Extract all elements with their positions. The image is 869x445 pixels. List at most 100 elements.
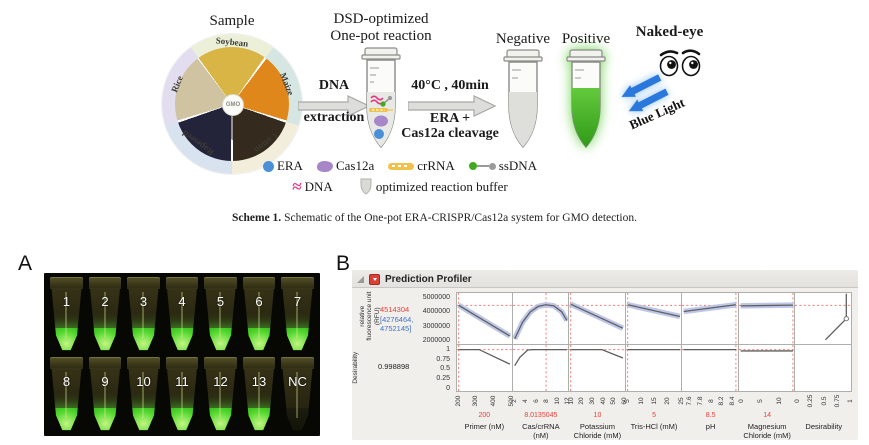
sample-tube-10: 10 — [126, 357, 161, 432]
tube-number: 13 — [251, 373, 267, 389]
desirability-current-value — [795, 412, 852, 422]
tube-highlight — [219, 291, 222, 338]
factor-name-4: pH — [705, 422, 716, 431]
buffer-legend-label: optimized reaction buffer — [375, 178, 508, 194]
desirability-cell-3[interactable] — [625, 345, 683, 392]
y-tick-label: 1 — [446, 345, 450, 353]
rfu-cell-3[interactable] — [625, 292, 683, 345]
sample-tube-8: 8 — [49, 357, 84, 432]
rfu-cell-2[interactable] — [569, 292, 626, 345]
tube-cap — [204, 277, 237, 289]
era-legend-label: ERA — [276, 158, 303, 173]
sample-tube-9: 9 — [88, 357, 123, 432]
desirability-cell-2[interactable] — [569, 345, 626, 392]
tube-number: 3 — [139, 293, 148, 309]
crrna-icon — [369, 108, 393, 112]
y-tick-label: 0 — [446, 384, 450, 392]
tube-cap — [165, 277, 199, 289]
y-tick-label: 5000000 — [422, 293, 450, 301]
tube-highlight — [103, 371, 106, 418]
crrna-legend-icon — [388, 162, 415, 170]
eyes-icon — [659, 49, 701, 77]
x-tick-label: 400 — [489, 395, 497, 407]
dna-legend-label: DNA — [304, 178, 333, 194]
desirability-cell-1[interactable] — [512, 345, 570, 392]
era-icon — [374, 129, 384, 139]
desirability-cell-4[interactable] — [682, 345, 739, 392]
sample-tube-2: 2 — [88, 277, 123, 352]
ssdna-icon — [380, 95, 393, 107]
tube-highlight — [142, 291, 145, 338]
ssdna-legend-label: ssDNA — [498, 158, 538, 173]
tube-cap — [204, 357, 237, 369]
rfu-cell-5[interactable] — [738, 292, 796, 345]
sample-tube-12: 12 — [203, 357, 238, 432]
tube-highlight — [142, 371, 145, 418]
rfu-cell-1[interactable] — [512, 292, 570, 345]
cas12a-icon — [374, 115, 388, 127]
y-tick-label: 2000000 — [422, 337, 450, 345]
tube-cap — [50, 277, 83, 289]
onepot-tube — [361, 47, 401, 149]
factor-name-5: Magnesium Chloride (mM) — [743, 422, 791, 440]
x-tick-label: 200 — [454, 395, 462, 407]
era-label: ERA + — [429, 111, 471, 126]
tube-highlight — [296, 291, 299, 338]
sample-tube-11: 11 — [165, 357, 200, 432]
y-tick-label: 0.5 — [440, 365, 450, 373]
rfu-cell-4[interactable] — [682, 292, 739, 345]
desirability-cell-0[interactable] — [456, 345, 513, 392]
rfu-cell-0[interactable] — [456, 292, 513, 345]
disclosure-triangle-icon[interactable] — [357, 275, 364, 283]
tube-cap — [88, 357, 122, 369]
negative-label: Negative — [495, 31, 551, 47]
desirability-trace-cell[interactable] — [795, 292, 853, 345]
tube-number: 7 — [293, 293, 302, 309]
sample-tube-5: 5 — [203, 277, 238, 352]
factor-current-value-5: 14 — [763, 412, 772, 419]
blue-light-arrows-icon — [621, 74, 669, 112]
x-tick-label: 10 — [775, 397, 783, 405]
tube-cap — [127, 277, 160, 289]
negative-tube — [503, 49, 543, 149]
cas12a-cleavage-label: Cas12a cleavage — [401, 126, 499, 141]
factor-name-0: Primer (nM) — [464, 422, 505, 431]
onepot-label-line2: One-pot reaction — [330, 28, 432, 44]
tube-highlight — [257, 291, 260, 338]
tube-highlight — [180, 371, 183, 418]
tube-number: 10 — [136, 373, 151, 389]
profiler-title: Prediction Profiler — [385, 273, 472, 285]
sample-tube-NC: NC — [280, 357, 315, 432]
dna-extraction-label-top: DNA — [318, 78, 350, 93]
desirability-empty-cell[interactable] — [795, 345, 853, 392]
tube-highlight — [65, 371, 68, 418]
reaction-conditions-label: 40°C , 40min — [411, 78, 489, 93]
y-tick-label: 0.25 — [436, 375, 450, 383]
scheme-caption-text: Schematic of the One-pot ERA-CRISPR/Cas1… — [281, 212, 637, 224]
desirability-cell-5[interactable] — [738, 345, 796, 392]
panel-b-label: B — [336, 252, 351, 275]
report-menu-icon[interactable] — [369, 273, 380, 285]
factor-name-1: Cas/crRNA (nM) — [522, 422, 560, 440]
factor-current-value-0: 200 — [478, 412, 491, 419]
x-tick-label: 1 — [846, 399, 854, 403]
tube-highlight — [65, 291, 68, 338]
scheme-figure: Sample GMO Soybean Maize Cotton Rapeseed… — [162, 11, 703, 224]
onepot-label-line1: DSD-optimized — [333, 11, 429, 27]
positive-label: Positive — [561, 31, 611, 47]
tube-cap — [242, 357, 276, 369]
